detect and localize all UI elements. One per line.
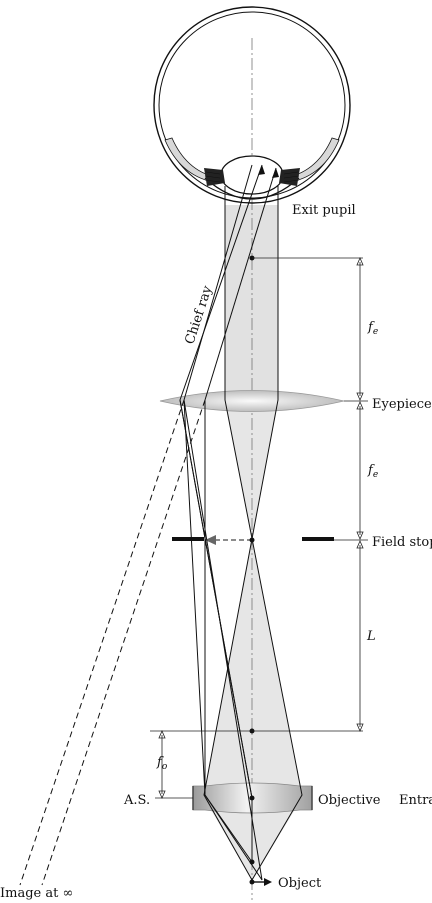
field-stop-dot: [249, 537, 255, 543]
eyepiece-label: Eyepiece: [372, 397, 432, 412]
field-stop-left: [172, 537, 204, 541]
eyeball-inner: [158, 11, 346, 199]
intermediate-image-arrowhead: [205, 535, 216, 545]
virtual-ray-1: [19, 399, 185, 886]
field-stop-label: Field stop: [372, 535, 432, 550]
ciliary-striations-right: [283, 171, 300, 183]
exit-pupil-label: Exit pupil: [292, 203, 356, 218]
object-label: Object: [278, 876, 322, 891]
aperture-stop-label: A.S.: [123, 793, 150, 808]
cross-ray-2: [183, 399, 263, 881]
eye-ray-arrow-2: [258, 165, 265, 175]
fe-lower-label: fe: [367, 463, 378, 480]
ciliary-striations-left: [204, 171, 221, 183]
fe-lower-subscript: e: [373, 470, 378, 480]
eye: [153, 6, 351, 210]
fo-label: fo: [156, 755, 168, 772]
object-cone: [204, 798, 302, 880]
intermediate-beam-lower: [204, 540, 302, 795]
marginal-ray-right: [224, 186, 303, 881]
offaxis-ray-2: [183, 399, 253, 863]
eye-ray-arrow-1: [272, 168, 279, 178]
marginal-ray-left: [203, 186, 279, 881]
object-arrowhead: [264, 878, 272, 886]
eyepiece-lens: [159, 390, 345, 412]
exit-beam: [225, 205, 278, 400]
eyeball-outer: [153, 6, 351, 204]
fe-upper-subscript: e: [373, 327, 378, 337]
field-stop-right: [302, 537, 334, 541]
tube-length-label: L: [366, 629, 376, 644]
entrance-label: Entra: [399, 793, 432, 808]
chief-ray-label: Chief ray: [183, 284, 216, 347]
eye-ray-1: [204, 167, 277, 401]
object-focal-dot: [249, 859, 255, 865]
objective-label: Objective: [318, 793, 381, 808]
dimension-left-fo: [158, 729, 166, 800]
image-at-infinity-label: Image at ∞: [0, 886, 73, 901]
cornea: [204, 177, 300, 200]
objective-center-dot: [249, 795, 255, 801]
ray-lines: [19, 164, 303, 886]
intermediate-beam-upper: [225, 403, 278, 540]
eye-ray-2: [183, 164, 253, 401]
virtual-ray-2: [41, 399, 206, 886]
dimension-right: [356, 256, 364, 733]
fe-upper-label: fe: [367, 320, 378, 337]
fo-subscript: o: [162, 762, 168, 772]
